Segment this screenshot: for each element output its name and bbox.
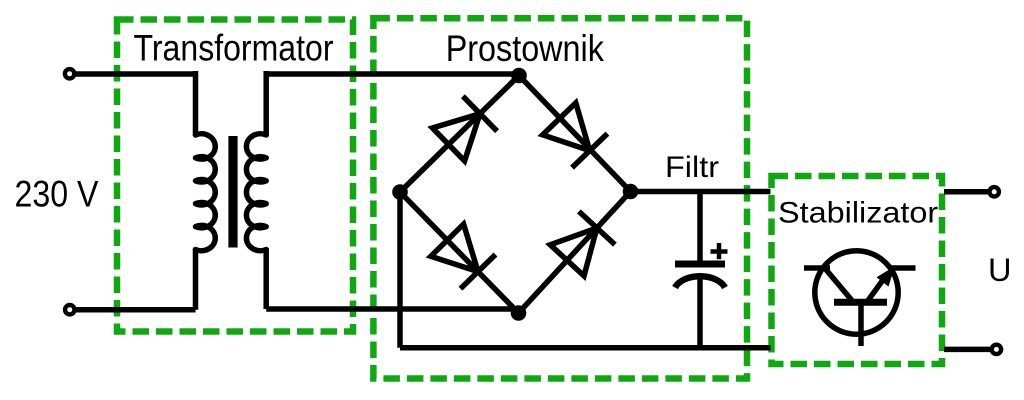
svg-text:Filtr: Filtr	[665, 151, 719, 184]
svg-text:230 V: 230 V	[15, 174, 99, 215]
svg-text:Stabilizator: Stabilizator	[778, 196, 938, 229]
svg-text:Prostownik: Prostownik	[446, 28, 605, 69]
svg-text:Transformator: Transformator	[134, 28, 334, 69]
svg-text:U: U	[988, 252, 1011, 288]
